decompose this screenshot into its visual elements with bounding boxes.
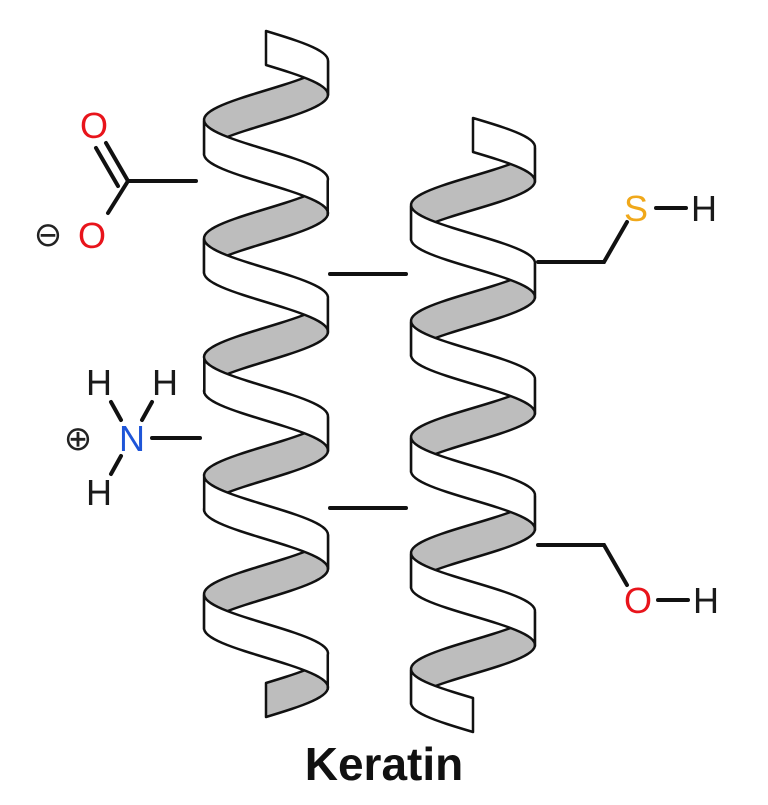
carboxyl-oxygen-bottom: O <box>78 215 106 256</box>
thiol-chain-bond <box>536 220 629 264</box>
sulfur-atom: S <box>624 188 648 229</box>
helix-left-front-ribbon-2 <box>202 237 330 335</box>
diagram-title: Keratin <box>305 738 463 790</box>
negative-charge-icon: ⊖ <box>34 215 63 255</box>
helix-left-front-ribbon-1 <box>202 119 330 217</box>
helix-right-front-ribbon-5 <box>409 668 475 734</box>
hydroxyl-oxygen: O <box>624 580 652 621</box>
thiol-hydrogen: H <box>691 188 717 229</box>
ammonium-hydrogen-3: H <box>86 472 112 513</box>
helix-right-front-ribbon-2 <box>409 320 537 416</box>
helix-right-front-ribbon-0 <box>471 116 537 184</box>
helix-right-front-ribbon-1 <box>409 204 537 300</box>
hydroxyl-hydrogen: H <box>693 580 719 621</box>
ammonium-hydrogen-1: H <box>86 362 112 403</box>
carbonyl-double-bond-b <box>94 146 120 188</box>
n-h-bond-2 <box>140 400 154 422</box>
ammonium-hydrogen-2: H <box>152 362 178 403</box>
carboxylate-group: O O ⊖ <box>34 105 198 256</box>
alpha-helix-right <box>409 116 537 734</box>
helix-left-front-ribbon-4 <box>202 475 330 571</box>
carbonyl-double-bond-a <box>104 141 130 183</box>
helix-left-front-ribbon-3 <box>203 357 330 453</box>
positive-charge-icon: ⊕ <box>64 419 93 459</box>
n-h-bond-1 <box>109 400 123 422</box>
nitrogen-atom: N <box>119 418 145 459</box>
thiol-group: S H <box>536 188 717 264</box>
carboxyl-single-bond <box>106 179 130 215</box>
alpha-helix-left <box>202 29 330 719</box>
helix-left-front-ribbon-5 <box>202 593 330 691</box>
helix-left-front-ribbon-0 <box>264 29 330 97</box>
hydroxyl-group: O H <box>536 543 719 621</box>
ammonium-group: N H H H ⊕ <box>64 362 202 513</box>
carboxyl-oxygen-top: O <box>80 105 108 146</box>
helix-right-front-ribbon-4 <box>409 552 537 648</box>
n-h-bond-3 <box>109 454 123 476</box>
helix-right-front-ribbon-3 <box>409 436 537 532</box>
hydroxyl-chain-bond <box>536 543 629 587</box>
